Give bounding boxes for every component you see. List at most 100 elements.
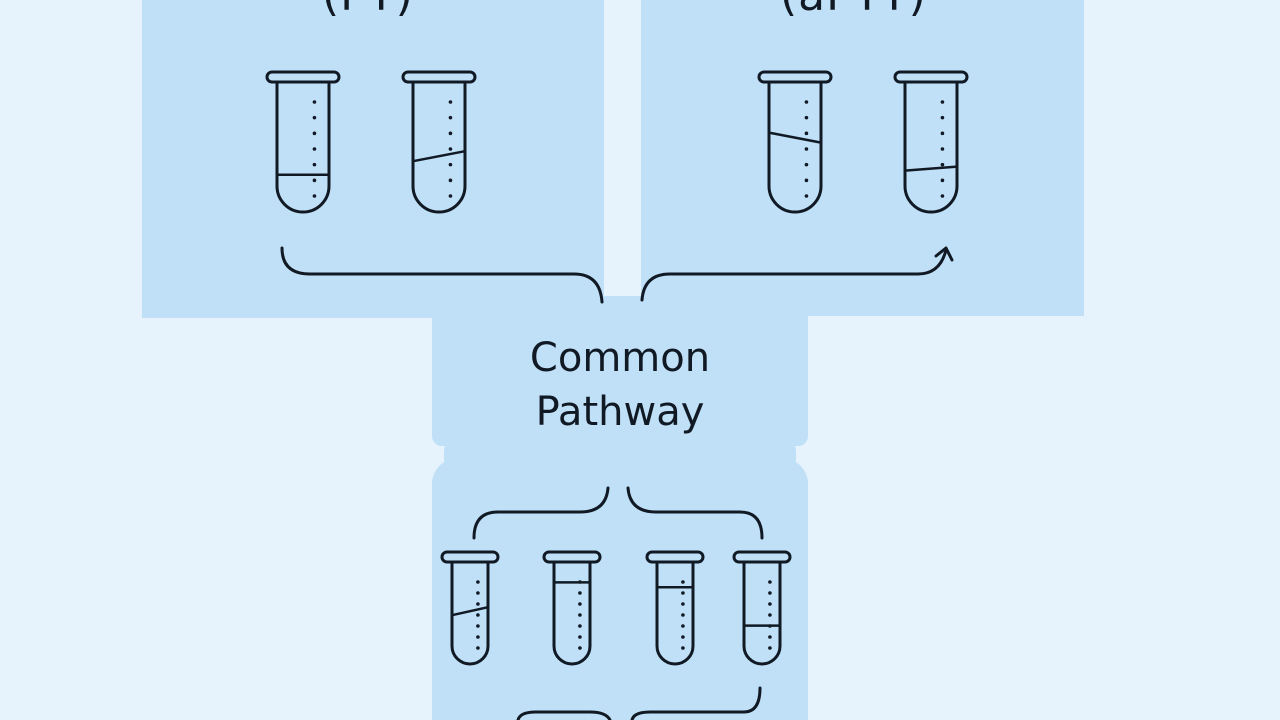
connector-common-to-right bbox=[640, 248, 948, 302]
tube-aptt-1-liquid-level bbox=[767, 131, 823, 144]
tube-common-4-graduation-dot bbox=[768, 591, 772, 595]
tube-pt-2-graduation-dot bbox=[448, 162, 453, 167]
tube-pt-2-graduation-dot bbox=[448, 194, 453, 198]
tube-aptt-1-graduation-dot bbox=[804, 178, 809, 183]
tube-aptt-2-graduation-dot bbox=[940, 147, 945, 151]
tube-pt-1-graduation-dot bbox=[312, 147, 317, 151]
common-pathway-title-line1: Common bbox=[529, 335, 711, 381]
tube-common-4-graduation-dot bbox=[768, 602, 772, 606]
common-pathway-title-line2: Pathway bbox=[535, 389, 705, 435]
tube-aptt-2-graduation-dot bbox=[940, 162, 945, 167]
tube-aptt-2-graduation-dot bbox=[940, 131, 945, 136]
tube-aptt-2-graduation-dot bbox=[940, 194, 945, 198]
tube-common-4-rim bbox=[732, 550, 792, 564]
tube-common-1-graduation-dot bbox=[476, 635, 480, 639]
tube-common-2-graduation-dot bbox=[578, 580, 582, 584]
extrinsic-pathway-panel bbox=[142, 0, 604, 318]
tube-common-3-graduation-dot bbox=[681, 613, 685, 617]
tube-aptt-1 bbox=[757, 70, 833, 214]
tube-common-4-body bbox=[742, 560, 782, 666]
tube-common-3-graduation-dot bbox=[681, 646, 685, 650]
tube-pt-2-rim bbox=[401, 70, 477, 84]
connector-common-to-tubes-right bbox=[626, 486, 764, 540]
tube-pt-1-graduation-dot bbox=[312, 115, 317, 120]
tube-aptt-1-graduation-dot bbox=[804, 131, 809, 136]
tube-pt-1 bbox=[265, 70, 341, 214]
tube-common-2-graduation-dot bbox=[578, 591, 582, 595]
tube-aptt-1-graduation-dot bbox=[804, 194, 809, 198]
tube-pt-2-liquid-level bbox=[411, 149, 467, 163]
tube-common-1-graduation-dot bbox=[476, 646, 480, 650]
tube-aptt-1-graduation-dot bbox=[804, 162, 809, 167]
tube-common-1-graduation-dot bbox=[476, 624, 480, 628]
tube-common-3-graduation-dot bbox=[681, 624, 685, 628]
tube-common-2-graduation-dot bbox=[578, 613, 582, 617]
intrinsic-pathway-panel bbox=[641, 0, 1084, 316]
tube-pt-2-body bbox=[411, 80, 467, 214]
tube-common-1-body bbox=[450, 560, 490, 666]
tube-common-4-graduation-dot bbox=[768, 635, 772, 639]
connector-tubes-to-bottom-left bbox=[516, 710, 612, 720]
tube-common-2-graduation-dot bbox=[578, 646, 582, 650]
tube-pt-2-graduation-dot bbox=[448, 131, 453, 136]
tube-common-3-graduation-dot bbox=[681, 635, 685, 639]
tube-aptt-2-graduation-dot bbox=[940, 100, 945, 104]
common-pathway-title: Common Pathway bbox=[432, 331, 808, 439]
arrow-head-right bbox=[934, 246, 954, 262]
tube-common-2 bbox=[542, 550, 602, 666]
tube-pt-1-graduation-dot bbox=[312, 162, 317, 167]
tube-pt-2 bbox=[401, 70, 477, 214]
tube-common-2-body bbox=[552, 560, 592, 666]
tube-aptt-1-graduation-dot bbox=[804, 100, 809, 104]
tube-common-3-graduation-dot bbox=[681, 602, 685, 606]
tube-common-1-graduation-dot bbox=[476, 602, 480, 606]
common-pathway-panel bbox=[432, 296, 808, 446]
tube-pt-2-graduation-dot bbox=[448, 115, 453, 120]
tube-pt-1-graduation-dot bbox=[312, 178, 317, 183]
tube-common-4-graduation-dot bbox=[768, 580, 772, 584]
tube-common-3-graduation-dot bbox=[681, 591, 685, 595]
tube-common-4-graduation-dot bbox=[768, 624, 772, 628]
tube-pt-1-body bbox=[275, 80, 331, 214]
tube-common-2-graduation-dot bbox=[578, 624, 582, 628]
tube-common-1-graduation-dot bbox=[476, 613, 480, 617]
tube-aptt-1-body bbox=[767, 80, 823, 214]
connector-tubes-to-bottom-right bbox=[630, 686, 762, 720]
tube-aptt-2-graduation-dot bbox=[940, 178, 945, 183]
tube-common-3-rim bbox=[645, 550, 705, 564]
tube-aptt-2 bbox=[893, 70, 969, 214]
tube-common-1-liquid-level bbox=[450, 605, 490, 617]
tube-common-1-rim bbox=[440, 550, 500, 564]
aptt-panel-title: (aPTT) bbox=[780, 0, 927, 21]
tube-pt-1-graduation-dot bbox=[312, 100, 317, 104]
tube-common-2-rim bbox=[542, 550, 602, 564]
tube-common-1 bbox=[440, 550, 500, 666]
tube-aptt-2-graduation-dot bbox=[940, 115, 945, 120]
tube-common-4-graduation-dot bbox=[768, 646, 772, 650]
tube-common-4-graduation-dot bbox=[768, 613, 772, 617]
tube-pt-1-graduation-dot bbox=[312, 131, 317, 136]
tube-common-1-graduation-dot bbox=[476, 580, 480, 584]
connector-left-to-common bbox=[280, 246, 604, 304]
tube-common-4 bbox=[732, 550, 792, 666]
tube-pt-1-rim bbox=[265, 70, 341, 84]
tube-common-3-body bbox=[655, 560, 695, 666]
tube-pt-2-graduation-dot bbox=[448, 147, 453, 151]
pt-panel-title: (PT) bbox=[322, 0, 414, 21]
tube-aptt-1-graduation-dot bbox=[804, 115, 809, 120]
tube-common-3 bbox=[645, 550, 705, 666]
tube-aptt-1-graduation-dot bbox=[804, 147, 809, 151]
tube-common-2-graduation-dot bbox=[578, 602, 582, 606]
tube-aptt-2-body bbox=[903, 80, 959, 214]
tube-common-1-graduation-dot bbox=[476, 591, 480, 595]
tube-pt-2-graduation-dot bbox=[448, 100, 453, 104]
connector-common-to-tubes-left bbox=[472, 486, 610, 540]
tube-aptt-2-liquid-level bbox=[903, 165, 959, 172]
tube-common-3-graduation-dot bbox=[681, 580, 685, 584]
tube-aptt-1-rim bbox=[757, 70, 833, 84]
tube-pt-2-graduation-dot bbox=[448, 178, 453, 183]
tube-aptt-2-rim bbox=[893, 70, 969, 84]
tube-common-2-graduation-dot bbox=[578, 635, 582, 639]
tube-pt-1-graduation-dot bbox=[312, 194, 317, 198]
